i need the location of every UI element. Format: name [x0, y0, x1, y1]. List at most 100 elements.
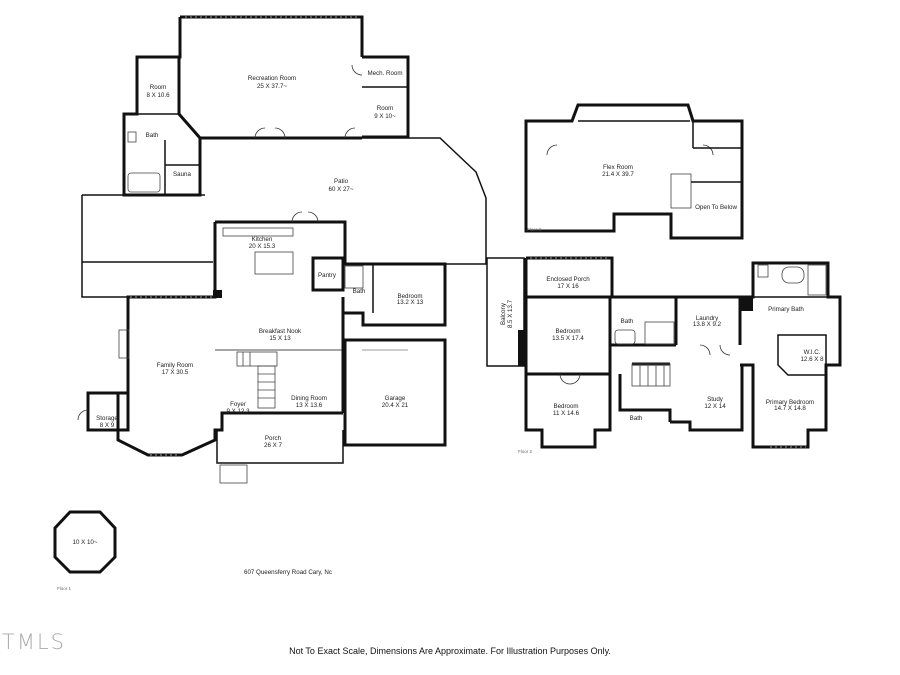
recreation-room-walls [122, 15, 410, 197]
gazebo [53, 510, 117, 574]
dims-foyer: 9 X 12.3 [226, 408, 250, 415]
label-patio: Patio [334, 178, 349, 185]
door [77, 409, 89, 421]
label-balcony: Balcony [500, 302, 507, 325]
label-bath3: Bath [621, 318, 634, 325]
dims-laundry: 13.8 X 9.2 [693, 321, 722, 328]
shower [644, 321, 675, 345]
label-primary-bedroom: Primary Bedroom [766, 399, 814, 406]
staircase [670, 173, 692, 209]
dims-gazebo: 10 X 10~ [73, 539, 98, 546]
door [546, 144, 558, 156]
dims-room-small: 9 X 10~ [374, 113, 396, 120]
label-storage: Storage [96, 415, 118, 422]
dims-recreation: 25 X 37.7~ [257, 83, 287, 90]
bathtub [614, 329, 636, 345]
label-room-left: Room [150, 84, 167, 91]
dims-dining: 13 X 13.6 [296, 402, 323, 409]
dims-flex: 21.4 X 39.7 [602, 171, 634, 178]
label-open-below: Open To Below [695, 204, 737, 211]
label-dining: Dining Room [291, 395, 327, 402]
label-kitchen: Kitchen [252, 236, 273, 243]
bathtub [127, 172, 161, 193]
label-pantry: Pantry [318, 272, 337, 279]
chimney-post [213, 290, 222, 298]
dims-porch: 26 X 7 [264, 442, 282, 449]
staircase [631, 363, 671, 387]
dims-wic: 12.6 X 8 [800, 356, 824, 363]
floor-3-label: Floor 3 [527, 227, 542, 232]
floor-2-plan [486, 256, 842, 449]
main-house-walls [116, 220, 347, 457]
door [351, 64, 363, 76]
dims-bedroom1: 13.2 X 13 [397, 299, 424, 306]
mls-logo: TMLS [2, 630, 66, 654]
label-flex: Flex Room [603, 164, 633, 171]
fireplace [118, 329, 130, 359]
door [344, 127, 356, 139]
dims-patio: 60 X 27~ [329, 186, 354, 193]
dims-room-left: 8 X 10.6 [146, 92, 170, 99]
dims-garage: 20.4 X 21 [382, 402, 409, 409]
french-door [291, 211, 319, 223]
porch-outline [216, 430, 344, 464]
floor-2-label: Floor 2 [518, 449, 533, 454]
dims-family: 17 X 30.5 [162, 369, 189, 376]
dims-breakfast: 15 X 13 [269, 335, 291, 342]
label-breakfast: Breakfast Nook [259, 328, 302, 335]
label-family: Family Room [157, 362, 193, 369]
label-study: Study [707, 396, 724, 403]
shower [344, 265, 364, 289]
balcony-outline [486, 257, 525, 367]
label-bath1: Bath [146, 132, 159, 139]
label-sauna: Sauna [173, 171, 191, 178]
label-laundry: Laundry [696, 315, 719, 322]
flex-room-walls [524, 103, 744, 240]
floor-1-plan [53, 15, 487, 574]
label-bath2: Bath [353, 288, 366, 295]
door [699, 344, 711, 356]
door [702, 144, 714, 156]
label-porch: Porch [265, 435, 282, 442]
floor-3-plan [524, 103, 744, 240]
kitchen-island [254, 251, 294, 275]
primary-suite-walls [740, 261, 842, 449]
dims-bedroom2: 13.5 X 17.4 [552, 335, 584, 342]
floor-2-walls [524, 256, 614, 449]
property-address: 607 Queensferry Road Cary, Nc [244, 569, 332, 576]
french-door [254, 127, 286, 139]
label-enclosed-porch: Enclosed Porch [546, 276, 590, 283]
dims-balcony: 8.5 X 13.7 [507, 299, 514, 328]
label-primary-bath: Primary Bath [768, 306, 804, 313]
label-bath4: Bath [630, 415, 643, 422]
patio-outline [81, 137, 487, 298]
staircase [236, 351, 278, 409]
fireplace [518, 330, 526, 366]
label-room-small: Room [377, 105, 394, 112]
label-mech: Mech. Room [367, 70, 402, 77]
door [719, 344, 731, 356]
dims-storage: 8 X 9 [100, 422, 115, 429]
label-bedroom2: Bedroom [555, 328, 580, 335]
label-recreation: Recreation Room [248, 75, 296, 82]
kitchen-counter [222, 227, 294, 237]
dims-bedroom3: 11 X 14.6 [553, 410, 580, 417]
dims-primary-bedroom: 14.7 X 14.8 [774, 405, 806, 412]
dims-kitchen: 20 X 15.3 [249, 243, 276, 250]
study-walls [670, 365, 744, 432]
pantry-bath-walls [311, 256, 447, 327]
label-bedroom3: Bedroom [553, 403, 578, 410]
room-labels: Recreation Room 25 X 37.7~ Mech. Room Ro… [57, 70, 824, 591]
toilet [127, 131, 137, 143]
dims-enclosed-porch: 17 X 16 [557, 283, 579, 290]
bathtub [781, 266, 805, 284]
disclaimer-note: Not To Exact Scale, Dimensions Are Appro… [289, 646, 611, 656]
toilet [757, 264, 769, 278]
label-foyer: Foyer [230, 401, 246, 408]
floor-1-label: Floor 1 [57, 586, 72, 591]
dims-study: 12 X 14 [704, 403, 726, 410]
garage-walls [343, 338, 447, 447]
chimney [741, 297, 753, 311]
label-bedroom1: Bedroom [397, 293, 422, 300]
porch-steps [219, 464, 248, 484]
